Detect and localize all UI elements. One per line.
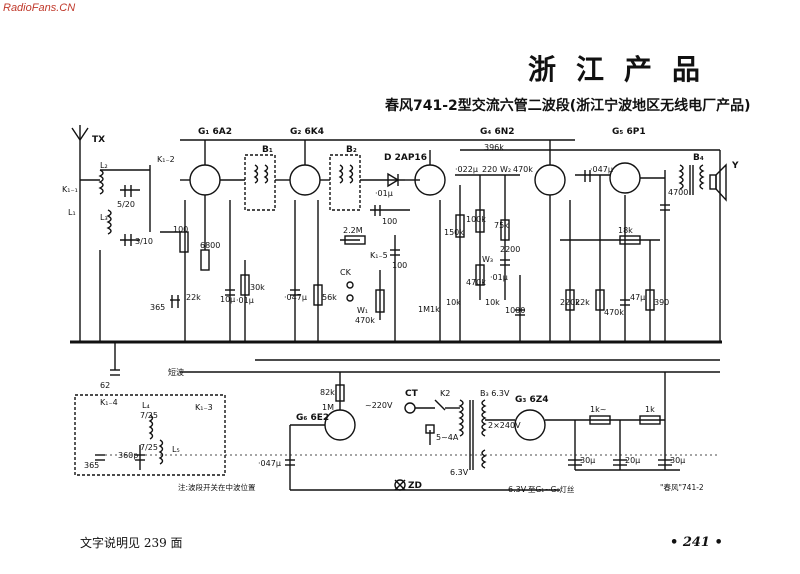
label-r6800: 6800: [200, 241, 220, 250]
label-r220: 220: [482, 165, 497, 174]
label-r396k: 396k: [484, 143, 504, 152]
label-r1kb: 1k~: [590, 405, 606, 414]
label-l2: L₂: [100, 161, 108, 170]
label-c3-10: 3/10: [135, 237, 153, 246]
label-c01u: ·01μ: [236, 296, 254, 305]
label-r220k: 220k: [560, 298, 580, 307]
switch-note: 注:波段开关在中波位置: [178, 482, 256, 492]
label-r22k: 22k: [186, 293, 201, 302]
label-c4700: 4700: [668, 188, 688, 197]
label-c01ub: ·01μ: [490, 273, 508, 282]
label-c100b: 100: [392, 261, 407, 270]
label-d2: D 2AP16: [384, 153, 427, 163]
label-r1ma: 1M: [322, 403, 334, 412]
label-r470kb: 470k: [466, 278, 486, 287]
label-c047ua: ·047μ: [590, 165, 613, 174]
label-r22ka: 22k: [575, 298, 590, 307]
label-r470ka: 470k: [513, 165, 533, 174]
label-l4: L₄: [142, 401, 150, 410]
label-c7-25a: 7/25: [140, 411, 158, 420]
label-r150k: 150k: [444, 228, 464, 237]
tube-g2: G₂ 6K4: [290, 127, 324, 137]
label-v63a: 6.3V: [450, 468, 469, 477]
label-v220: ~220V: [365, 401, 393, 410]
label-r10ka: 10k: [446, 298, 461, 307]
header-title: 浙江产品: [528, 53, 721, 86]
label-b4: B₄: [693, 153, 704, 163]
reference-note: 文字说明见 239 面: [80, 536, 183, 550]
label-c365b: 365: [84, 461, 99, 470]
label-gnote: 至G₁~G₆灯丝: [528, 484, 575, 494]
label-r82k: 82k: [320, 388, 335, 397]
tube-g5: G₅ 6P1: [612, 127, 646, 137]
label-r56k: 56k: [322, 293, 337, 302]
label-y: Y: [731, 161, 739, 171]
label-c30ub: 30μ: [670, 456, 685, 465]
label-c7-25b: 7/25: [140, 443, 158, 452]
label-fuse: 5~4A: [436, 433, 459, 442]
label-b3v: B₃ 6.3V: [480, 389, 510, 398]
subtitle: 春风741-2型交流六管二波段(浙江宁波地区无线电厂产品): [385, 98, 751, 114]
label-c47u: 47μ: [630, 293, 645, 302]
label-k1-1: K₁₋₁: [62, 185, 78, 194]
label-w1: W₁: [357, 306, 368, 315]
label-r10kb: 10k: [485, 298, 500, 307]
watermark: RadioFans.CN: [3, 2, 76, 14]
label-r1k: 1k: [430, 305, 440, 314]
label-c01ua: ·01μ: [375, 189, 393, 198]
label-tx: TX: [92, 135, 105, 145]
label-r390: 390: [654, 298, 669, 307]
label-w2: W₂: [500, 165, 511, 174]
tube-g3: G₃ 6Z4: [515, 395, 549, 405]
label-v63b: 6.3V: [508, 485, 527, 494]
label-c5-20: 5/20: [117, 200, 135, 209]
label-k1-3: K₁₋3: [195, 403, 213, 412]
label-zd: ZD: [408, 481, 422, 491]
label-short-wave: 短波: [168, 367, 184, 377]
label-l3: L₃: [100, 213, 108, 222]
label-c10u: 10μ: [220, 295, 235, 304]
label-k2: K2: [440, 389, 450, 398]
label-c100a: 100: [382, 217, 397, 226]
label-v240: 2×240V: [488, 421, 521, 430]
label-r1kc: 1k: [645, 405, 655, 414]
label-k1-5: K₁₋5: [370, 251, 388, 260]
label-r100k: 100k: [466, 215, 486, 224]
label-ck: CK: [340, 268, 352, 277]
label-r75k: 75k: [494, 221, 509, 230]
label-r2m2: 2.2M: [343, 226, 363, 235]
label-r30k: 30k: [250, 283, 265, 292]
tube-g6: G₆ 6E2: [296, 413, 329, 423]
tube-g4: G₄ 6N2: [480, 127, 515, 137]
label-c20u: 20μ: [625, 456, 640, 465]
label-r470k: 470k: [355, 316, 375, 325]
label-c047u: ·047μ: [284, 293, 307, 302]
label-r18k: 18k: [618, 226, 633, 235]
label-b2: B₂: [346, 145, 357, 155]
label-c1000: 1000: [505, 306, 525, 315]
label-k1-4: K₁₋4: [100, 398, 118, 407]
label-c047ub: ·047μ: [258, 459, 281, 468]
label-c30ua: 30μ: [580, 456, 595, 465]
label-k1-2: K₁₋2: [157, 155, 175, 164]
label-c2200: 2200: [500, 245, 520, 254]
label-w3: W₃: [482, 255, 493, 264]
label-c360p: 360p: [118, 451, 138, 460]
label-r100a: 100: [173, 225, 188, 234]
model-label: "春风"741-2: [660, 482, 704, 492]
label-l5: L₅: [172, 445, 180, 454]
label-r1m: 1M: [418, 305, 430, 314]
label-c365a: 365: [150, 303, 165, 312]
page-number: • 241 •: [670, 535, 723, 550]
label-c022u: ·022μ: [455, 165, 478, 174]
label-ct: CT: [405, 389, 419, 399]
label-c62: 62: [100, 381, 110, 390]
label-l1: L₁: [68, 208, 76, 217]
tube-g1: G₁ 6A2: [198, 127, 232, 137]
label-b1: B₁: [262, 145, 273, 155]
label-r470kc: 470k: [604, 308, 624, 317]
